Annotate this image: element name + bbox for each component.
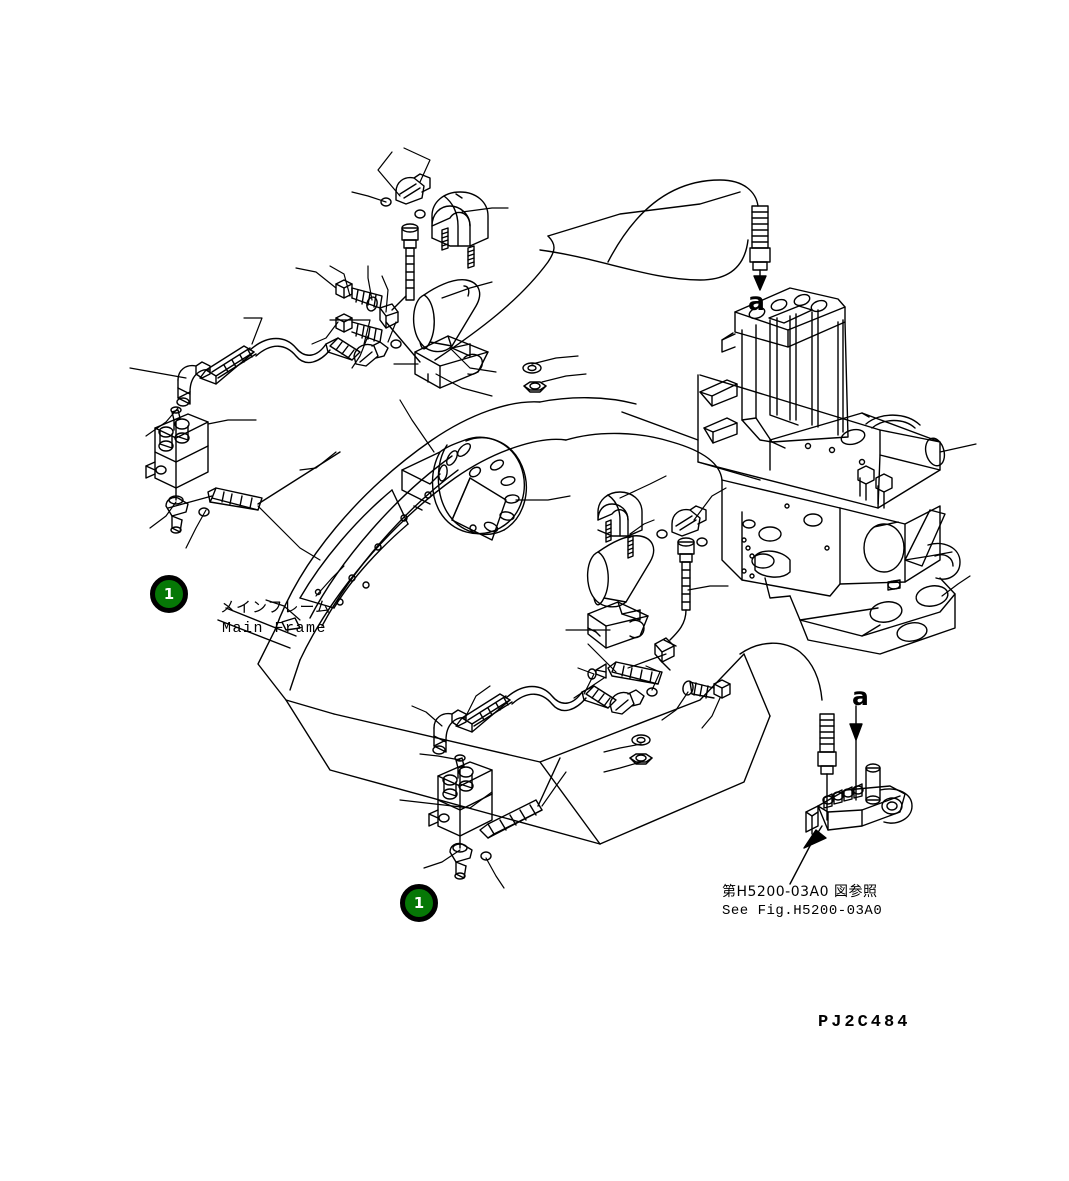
leader-see-fig — [789, 841, 813, 885]
accumulator-lower — [587, 535, 655, 608]
bolt-hex-upper-left-2 — [335, 313, 383, 343]
valve-block-lower — [428, 754, 493, 853]
elbow-fitting-top — [380, 173, 431, 219]
leader-lines — [129, 147, 977, 889]
drawing-number: PJ2C484 — [818, 1013, 911, 1032]
see-fig-label-jp: 第H5200-03A0 図参照 — [722, 884, 878, 900]
section-marker-a-top: a — [748, 287, 765, 316]
elbow-fitting-upper-left — [176, 361, 211, 407]
nut-upper — [523, 381, 547, 393]
hose-lower-left-outlet — [479, 757, 561, 839]
clamp-bracket-upper — [431, 191, 489, 269]
tee-fitting-lower-left — [449, 842, 492, 880]
hose-lower-from-valve — [207, 451, 341, 511]
hose-assembly-lower-left — [455, 685, 658, 733]
callout-badge-1-lower[interactable]: 1 — [400, 884, 438, 922]
marker-a-arrow-bottom — [849, 705, 863, 801]
bolt-hex-upper-left — [335, 279, 383, 309]
main-frame-label-jp: メインフレーム — [220, 598, 332, 616]
elbow-fitting-lower-center — [656, 505, 708, 547]
clamp-bracket-lower — [597, 491, 643, 559]
axle-housing — [274, 401, 567, 661]
main-frame-chassis — [697, 287, 961, 655]
tee-fitting-upper-left — [165, 496, 210, 534]
main-frame-label-en: Main Frame — [222, 620, 328, 637]
mounting-bracket-upper — [414, 335, 489, 389]
section-marker-a-bottom: a — [852, 682, 869, 711]
mounting-bracket-lower — [587, 601, 649, 649]
callout-number: 1 — [163, 584, 175, 603]
washer-lower-center — [631, 734, 651, 746]
mounting-bracket-bottom-right — [805, 763, 913, 835]
washer-upper — [522, 362, 542, 374]
hose-to-marker-a-top — [607, 179, 771, 291]
see-fig-label-en: See Fig.H5200-03A0 — [722, 903, 883, 919]
callout-badge-1-upper[interactable]: 1 — [150, 575, 188, 613]
bolt-vertical-upper — [401, 223, 419, 301]
hose-assembly-upper-left — [199, 337, 402, 385]
elbow-fitting-lower-left — [432, 709, 467, 755]
clamp-plate-mid-upper — [379, 295, 421, 363]
hose-to-marker-a-bottom — [739, 642, 837, 849]
frame-contour — [217, 191, 771, 845]
valve-block-upper — [145, 406, 209, 505]
washer-upper-left — [366, 296, 378, 312]
callout-number: 1 — [413, 893, 425, 912]
accumulator-upper — [413, 279, 481, 353]
pipe-vertical-lower — [669, 537, 695, 641]
bolt-hex-lower-center — [689, 679, 731, 699]
